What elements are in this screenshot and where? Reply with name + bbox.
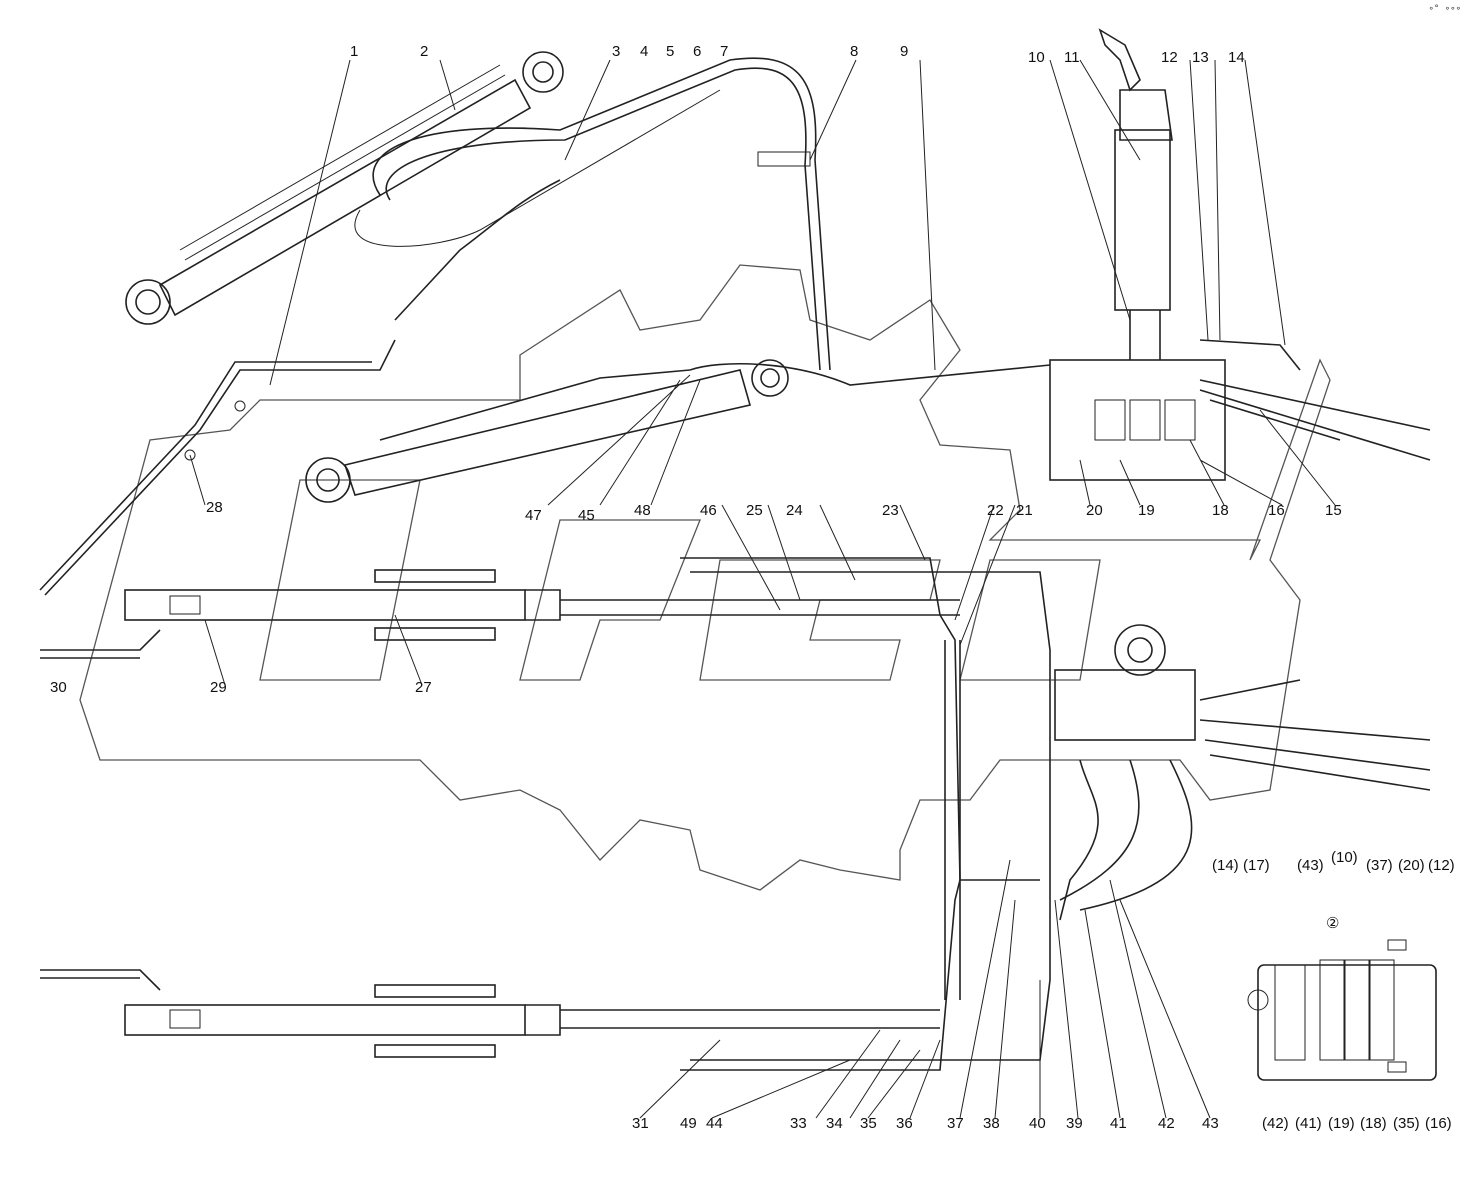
inset-valve xyxy=(1247,939,1437,1081)
callout-39: 39 xyxy=(1066,1115,1083,1132)
corner-mark: ∘° ∘∘∘ xyxy=(1428,4,1461,14)
callout-10: 10 xyxy=(1028,49,1045,66)
callout-45: 45 xyxy=(578,507,595,524)
inset-label-19: (19) xyxy=(1328,1115,1355,1132)
callout-4: 4 xyxy=(640,43,648,60)
callout-40: 40 xyxy=(1029,1115,1046,1132)
callout-38: 38 xyxy=(983,1115,1000,1132)
boom-cylinder xyxy=(305,359,1051,503)
callouts-mid: 15 16 18 19 20 21 22 23 24 25 27 28 29 3… xyxy=(50,499,1342,696)
inset-labels: (14) (17) (43) (10) (37) (20) (12) ② (42… xyxy=(1212,849,1455,1132)
inset-label-20: (20) xyxy=(1398,857,1425,874)
inset-label-12: (12) xyxy=(1428,857,1455,874)
callouts-top: 1 2 3 4 5 6 7 8 9 10 11 12 13 14 xyxy=(350,43,1245,66)
callout-16: 16 xyxy=(1268,502,1285,519)
callout-47: 47 xyxy=(525,507,542,524)
callout-44: 44 xyxy=(706,1115,723,1132)
callout-2: 2 xyxy=(420,43,428,60)
callout-9: 9 xyxy=(900,43,908,60)
upper-stabilizer xyxy=(40,557,1051,980)
leader-lines xyxy=(189,59,1336,1119)
callout-49: 49 xyxy=(680,1115,697,1132)
lift-cylinder xyxy=(125,51,564,325)
lower-stabilizer xyxy=(40,640,1051,1071)
callout-3: 3 xyxy=(612,43,620,60)
callout-12: 12 xyxy=(1161,49,1178,66)
joystick-valve xyxy=(1049,28,1431,481)
callout-7: 7 xyxy=(720,43,728,60)
inset-label-43: (43) xyxy=(1297,857,1324,874)
callout-42: 42 xyxy=(1158,1115,1175,1132)
callout-20: 20 xyxy=(1086,502,1103,519)
lower-valve-block xyxy=(1054,624,1431,921)
callout-41: 41 xyxy=(1110,1115,1127,1132)
callout-13: 13 xyxy=(1192,49,1209,66)
callout-27: 27 xyxy=(415,679,432,696)
callout-37: 37 xyxy=(947,1115,964,1132)
inset-label-16: (16) xyxy=(1425,1115,1452,1132)
callout-36: 36 xyxy=(896,1115,913,1132)
callout-48: 48 xyxy=(634,502,651,519)
inset-label-10: (10) xyxy=(1331,849,1358,866)
inset-label-14: (14) xyxy=(1212,857,1239,874)
callout-6: 6 xyxy=(693,43,701,60)
callout-14: 14 xyxy=(1228,49,1245,66)
callout-29: 29 xyxy=(210,679,227,696)
callouts-bottom: 31 33 34 35 36 37 38 39 40 41 42 43 44 4… xyxy=(632,1115,1219,1132)
callout-23: 23 xyxy=(882,502,899,519)
callout-31: 31 xyxy=(632,1115,649,1132)
callout-43: 43 xyxy=(1202,1115,1219,1132)
inset-label-37: (37) xyxy=(1366,857,1393,874)
callout-21: 21 xyxy=(1016,502,1033,519)
callout-5: 5 xyxy=(666,43,674,60)
callout-1: 1 xyxy=(350,43,358,60)
callout-35: 35 xyxy=(860,1115,877,1132)
callout-11: 11 xyxy=(1064,49,1080,66)
callout-46: 46 xyxy=(700,502,717,519)
inset-label-18: (18) xyxy=(1360,1115,1387,1132)
callout-15: 15 xyxy=(1325,502,1342,519)
callout-18: 18 xyxy=(1212,502,1229,519)
inset-marker: ② xyxy=(1326,915,1339,932)
watermark xyxy=(79,264,1331,891)
callout-34: 34 xyxy=(826,1115,843,1132)
callout-19: 19 xyxy=(1138,502,1155,519)
inset-label-17: (17) xyxy=(1243,857,1270,874)
inset-label-42: (42) xyxy=(1262,1115,1289,1132)
callout-22: 22 xyxy=(987,502,1004,519)
inset-label-41: (41) xyxy=(1295,1115,1322,1132)
callout-25: 25 xyxy=(746,502,763,519)
callout-24: 24 xyxy=(786,502,803,519)
upper-hose-bundle xyxy=(354,57,831,371)
callout-30: 30 xyxy=(50,679,67,696)
inset-label-35: (35) xyxy=(1393,1115,1420,1132)
callout-28: 28 xyxy=(206,499,223,516)
callout-33: 33 xyxy=(790,1115,807,1132)
callout-8: 8 xyxy=(850,43,858,60)
return-pipe xyxy=(39,339,396,596)
